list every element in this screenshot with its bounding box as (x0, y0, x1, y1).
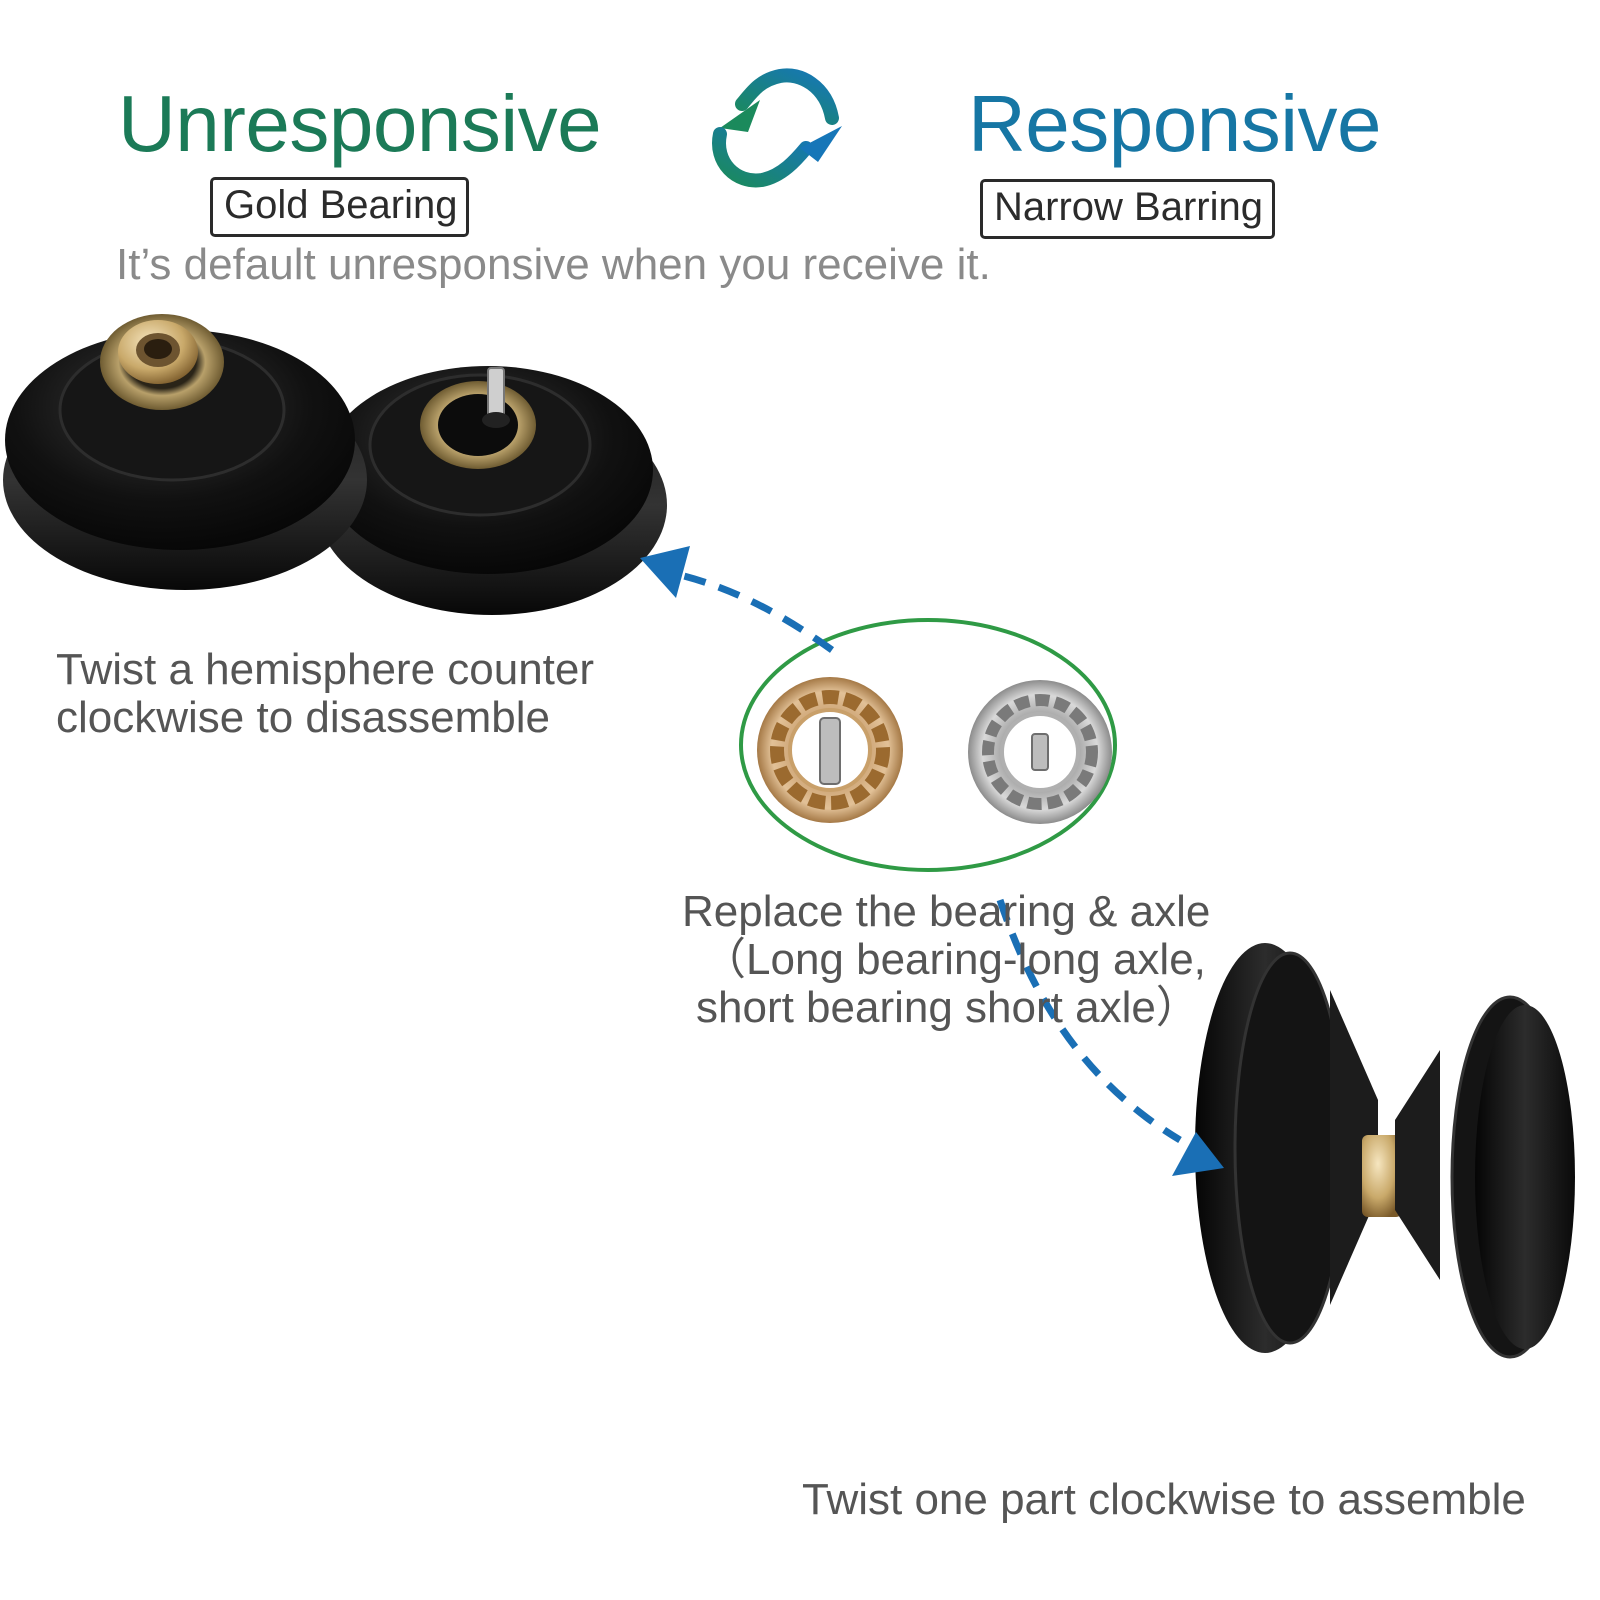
yoyo-halves-image (3, 314, 667, 615)
default-note: It’s default unresponsive when you recei… (116, 240, 991, 289)
narrow-barring-tag: Narrow Barring (980, 179, 1275, 239)
bearings-image (739, 618, 1117, 872)
assembled-yoyo-image (1195, 943, 1575, 1359)
replace-line-3: short bearing short axle） (696, 983, 1200, 1032)
gold-bearing-tag: Gold Bearing (210, 177, 470, 237)
assemble-caption: Twist one part clockwise to assemble (802, 1475, 1526, 1524)
arrow-head-left-icon (640, 546, 690, 598)
disassemble-line-2: clockwise to disassemble (56, 693, 550, 742)
responsive-title: Responsive (968, 79, 1382, 168)
replace-caption: Replace the bearing & axle （Long bearing… (682, 888, 1210, 1032)
disassemble-line-1: Twist a hemisphere counter (56, 645, 595, 694)
unresponsive-title: Unresponsive (118, 79, 602, 168)
replace-line-2: （Long bearing-long axle, (702, 935, 1206, 984)
dashed-arrows (640, 546, 1224, 1176)
disassemble-caption: Twist a hemisphere counter clockwise to … (56, 646, 594, 742)
replace-line-1: Replace the bearing & axle (682, 887, 1211, 936)
arrow-head-right-icon (1172, 1132, 1224, 1176)
